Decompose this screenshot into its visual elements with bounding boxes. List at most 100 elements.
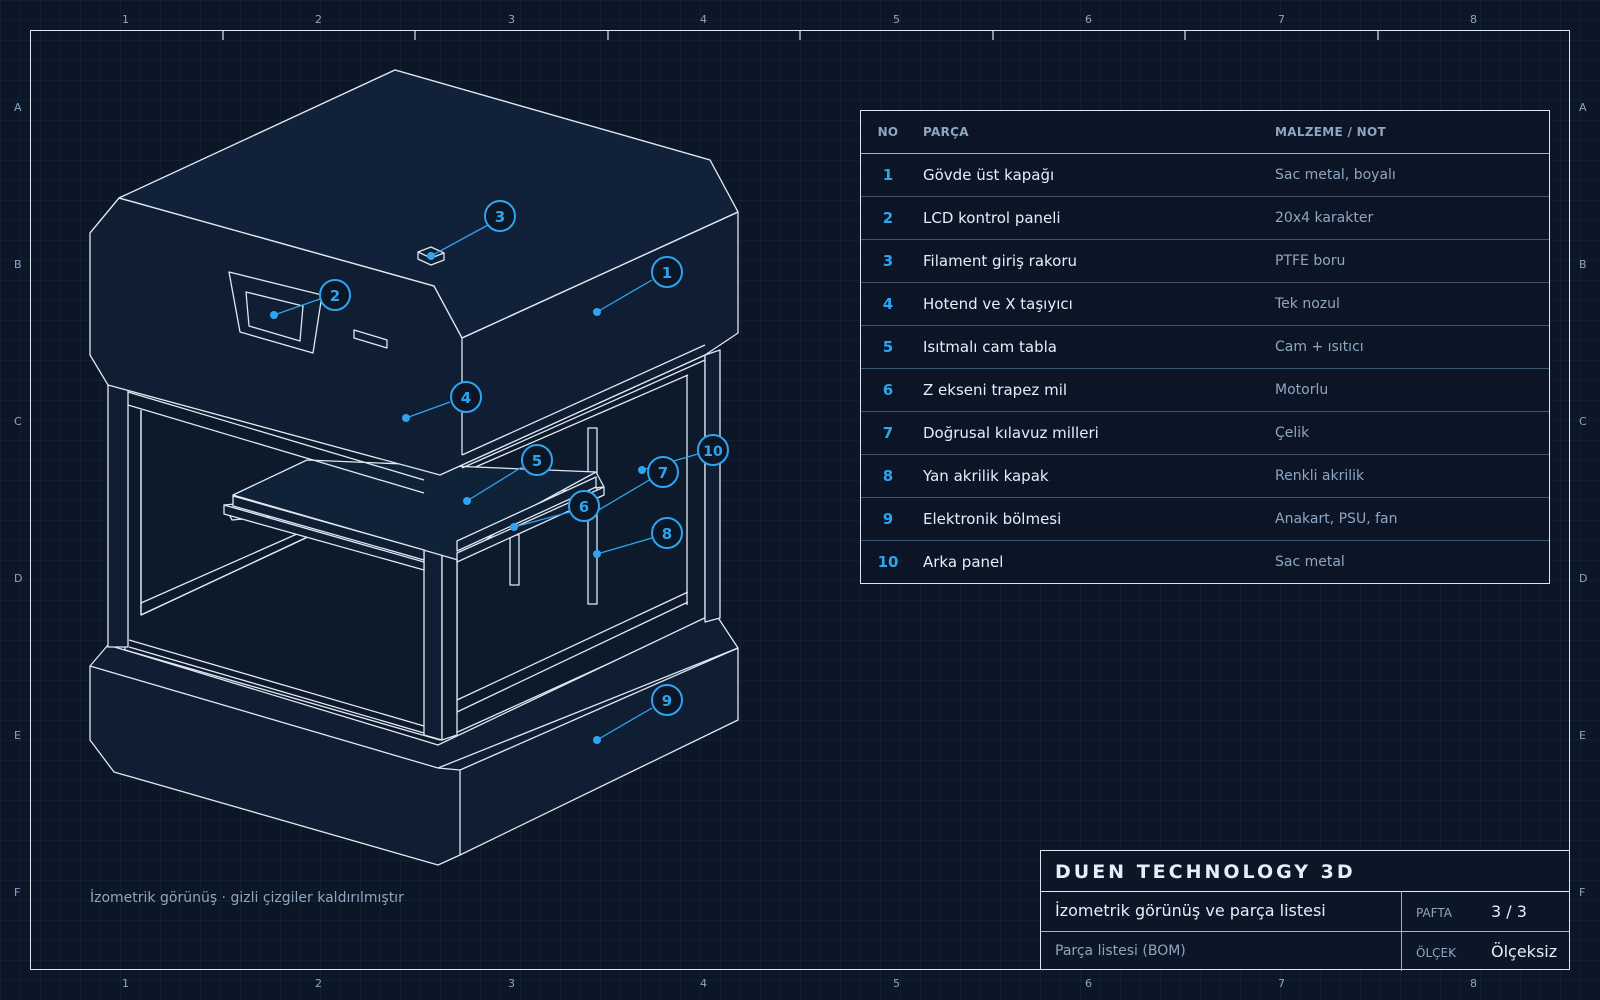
base-edge xyxy=(459,647,739,771)
callout-number: 10 xyxy=(703,444,723,460)
base-lip xyxy=(128,646,425,734)
callout-number: 7 xyxy=(658,464,668,482)
zone-col-bottom: 6 xyxy=(1085,977,1092,990)
z-rod-lower xyxy=(509,534,520,586)
base-edge xyxy=(437,767,461,771)
zone-row-left: A xyxy=(14,101,22,114)
frame-ticks xyxy=(222,30,1379,40)
bom-material: Renkli akrilik xyxy=(1274,454,1549,498)
bed-edge-front xyxy=(223,504,425,571)
bom-no: 2 xyxy=(861,196,915,240)
bom-header-material: MALZEME / NOT xyxy=(1274,111,1549,154)
bom-material: Çelik xyxy=(1274,411,1549,455)
bom-part: LCD kontrol paneli xyxy=(915,196,1274,240)
callout-number: 4 xyxy=(461,389,471,407)
zone-col-bottom: 7 xyxy=(1278,977,1285,990)
callout-balloon: 2 xyxy=(319,279,351,311)
front-post-right xyxy=(704,349,721,623)
bom-part: Gövde üst kapağı xyxy=(915,153,1274,197)
callout-number: 9 xyxy=(662,692,672,710)
scale-value: Ölçeksiz xyxy=(1491,942,1558,961)
callout-balloons: 1 2 3 4 5 6 7 8 xyxy=(319,200,729,716)
callout-balloon: 7 xyxy=(647,456,679,488)
zone-row-right: F xyxy=(1579,886,1586,899)
base-housing xyxy=(89,612,739,866)
leader-dots xyxy=(270,252,646,744)
zone-col-top: 3 xyxy=(508,13,515,26)
bom-header-row: NO PARÇA MALZEME / NOT xyxy=(861,111,1549,154)
zone-row-left: D xyxy=(14,572,23,585)
bom-no: 3 xyxy=(861,239,915,283)
zone-col-top: 8 xyxy=(1470,13,1477,26)
zone-col-top: 2 xyxy=(315,13,322,26)
zone-col-top: 7 xyxy=(1278,13,1285,26)
zone-col-top: 1 xyxy=(122,13,129,26)
callout-balloon: 3 xyxy=(484,200,516,232)
bom-no: 10 xyxy=(877,553,899,571)
callout-number: 8 xyxy=(662,525,672,543)
bom-part: Yan akrilik kapak xyxy=(915,454,1274,498)
bed-glass-side xyxy=(456,476,597,552)
bom-part: Isıtmalı cam tabla xyxy=(915,325,1274,369)
callout-balloon: 4 xyxy=(450,381,482,413)
bom-no: 9 xyxy=(861,497,915,541)
callout-number: 1 xyxy=(662,264,672,282)
bom-no: 6 xyxy=(861,368,915,412)
bom-header-no: NO xyxy=(861,111,915,154)
zone-col-bottom: 4 xyxy=(700,977,707,990)
zone-col-bottom: 1 xyxy=(122,977,129,990)
title-block-divider xyxy=(1041,931,1569,932)
sheet-label: PAFTA xyxy=(1416,906,1452,920)
bom-part: Filament giriş rakoru xyxy=(915,239,1274,283)
zone-col-top: 4 xyxy=(700,13,707,26)
frame-rail xyxy=(456,374,689,476)
callout-number: 3 xyxy=(495,208,505,226)
bom-no: 7 xyxy=(861,411,915,455)
zone-col-bottom: 3 xyxy=(508,977,515,990)
bom-material: 20x4 karakter xyxy=(1274,196,1549,240)
top-lower-edge xyxy=(461,344,706,456)
bed-edge-side xyxy=(456,486,605,563)
zone-row-left: F xyxy=(14,886,21,899)
zone-col-top: 5 xyxy=(893,13,900,26)
bom-part: Elektronik bölmesi xyxy=(915,497,1274,541)
zone-row-right: B xyxy=(1579,258,1587,271)
back-rail xyxy=(140,529,307,604)
title-block-divider xyxy=(1041,891,1569,892)
bom-part: Arka panel xyxy=(923,553,1004,571)
bom-no: 4 xyxy=(861,282,915,326)
callout-number: 2 xyxy=(330,287,340,305)
zone-col-bottom: 2 xyxy=(315,977,322,990)
zone-row-left: C xyxy=(14,415,22,428)
zone-row-right: D xyxy=(1579,572,1588,585)
zone-col-bottom: 5 xyxy=(893,977,900,990)
back-rail xyxy=(140,534,313,616)
top-lower-edge xyxy=(127,404,425,494)
base-lip xyxy=(128,639,425,727)
title-block-divider xyxy=(1401,891,1402,971)
zone-row-right: C xyxy=(1579,415,1587,428)
callout-balloon: 9 xyxy=(651,684,683,716)
frame-rail xyxy=(456,601,689,713)
bom-no: 5 xyxy=(861,325,915,369)
top-lower-edge xyxy=(461,359,706,469)
drawing-subtitle: Parça listesi (BOM) xyxy=(1055,943,1186,959)
bom-part: Z ekseni trapez mil xyxy=(915,368,1274,412)
zone-row-left: B xyxy=(14,258,22,271)
callout-balloon: 8 xyxy=(651,517,683,549)
zone-row-right: A xyxy=(1579,101,1587,114)
card-slot xyxy=(353,329,388,349)
sheet-value: 3 / 3 xyxy=(1491,902,1527,921)
zone-col-bottom: 8 xyxy=(1470,977,1477,990)
callout-balloon: 5 xyxy=(521,444,553,476)
